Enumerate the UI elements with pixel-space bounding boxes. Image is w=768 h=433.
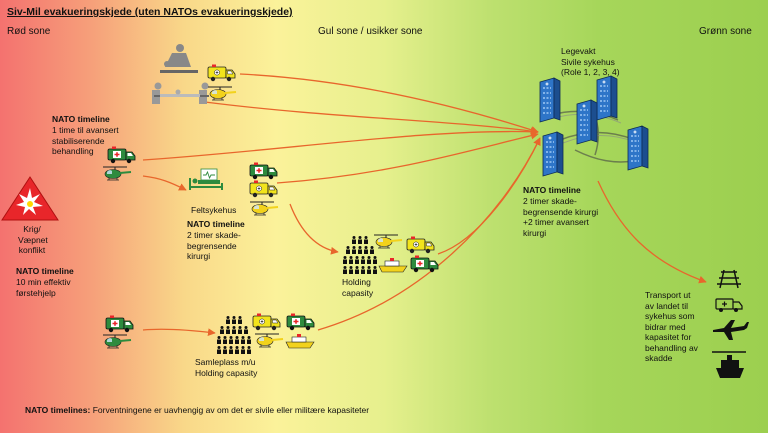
ship-icon bbox=[285, 333, 315, 349]
helicopter-icon bbox=[373, 234, 403, 249]
ambulance-icon bbox=[249, 161, 278, 180]
hospital-building-icon bbox=[539, 77, 561, 123]
footer-text: Forventningene er uavhengig av om det er… bbox=[90, 405, 370, 415]
stabilize-timeline-heading: NATO timeline bbox=[52, 114, 110, 124]
ship-icon bbox=[378, 257, 408, 273]
zone-label-green: Grønn sone bbox=[699, 26, 752, 37]
ambulance-icon bbox=[252, 313, 281, 331]
hospitals-timeline-text: 2 timer skade- begrensende kirurgi +2 ti… bbox=[523, 196, 599, 238]
hospital-building-icon bbox=[542, 131, 564, 177]
helicopter-icon bbox=[102, 166, 132, 181]
stretcher-icon bbox=[152, 82, 209, 104]
conflict-timeline-heading: NATO timeline bbox=[16, 266, 74, 276]
helicopter-icon bbox=[249, 201, 279, 216]
field-hospital-timeline-heading: NATO timeline bbox=[187, 219, 245, 229]
zone-label-yellow: Gul sone / usikker sone bbox=[318, 26, 423, 37]
helicopter-icon bbox=[102, 334, 132, 349]
hospitals-timeline-heading: NATO timeline bbox=[523, 185, 581, 195]
diagram-title: Siv-Mil evakueringskjede (uten NATOs eva… bbox=[7, 6, 293, 18]
conflict-timeline-text: 10 min effektiv førstehjelp bbox=[16, 277, 71, 298]
helicopter-icon bbox=[254, 333, 284, 348]
explosion-warning-icon bbox=[1, 176, 59, 221]
ambulance-icon bbox=[715, 298, 743, 312]
stabilize-timeline-text: 1 time til avansert stabiliserende behan… bbox=[52, 125, 119, 156]
collection-label: Samleplass m/u Holding capasity bbox=[195, 357, 258, 378]
zone-label-red: Rød sone bbox=[7, 26, 51, 37]
field-hospital-label: Feltsykehus bbox=[191, 205, 237, 215]
field-hospital-timeline-text: 2 timer skade- begrensende kirurgi bbox=[187, 230, 241, 261]
people-group-icon bbox=[217, 316, 251, 354]
hospital-cluster bbox=[539, 75, 649, 177]
conflict-label: Krig/ Væpnet konflikt bbox=[18, 224, 48, 255]
ambulance-icon bbox=[207, 64, 236, 82]
first-aid-icon bbox=[160, 44, 198, 73]
ambulance-icon bbox=[406, 236, 435, 254]
people-group-icon bbox=[343, 236, 377, 274]
ship-icon bbox=[712, 351, 746, 378]
hospital-building-icon bbox=[576, 99, 598, 145]
footer-heading: NATO timelines: bbox=[25, 405, 91, 415]
hospitals-label: Legevakt Sivile sykehus (Role 1, 2, 3, 4… bbox=[561, 46, 620, 77]
ambulance-icon bbox=[410, 254, 439, 274]
hospital-building-icon bbox=[596, 75, 618, 121]
field-hospital-bed-icon bbox=[189, 168, 223, 190]
ambulance-icon bbox=[286, 312, 315, 332]
evacuation-arrows bbox=[142, 73, 707, 337]
transport-label: Transport ut av landet til sykehus som b… bbox=[645, 290, 698, 363]
holding-label: Holding capasity bbox=[342, 277, 374, 298]
footer-note: NATO timelines: Forventningene er uavhen… bbox=[25, 405, 369, 416]
train-icon bbox=[717, 269, 741, 289]
airplane-icon bbox=[713, 320, 749, 340]
hospital-building-icon bbox=[627, 125, 649, 171]
ambulance-icon bbox=[249, 180, 278, 198]
helicopter-icon bbox=[207, 86, 237, 101]
ambulance-icon bbox=[105, 314, 134, 334]
